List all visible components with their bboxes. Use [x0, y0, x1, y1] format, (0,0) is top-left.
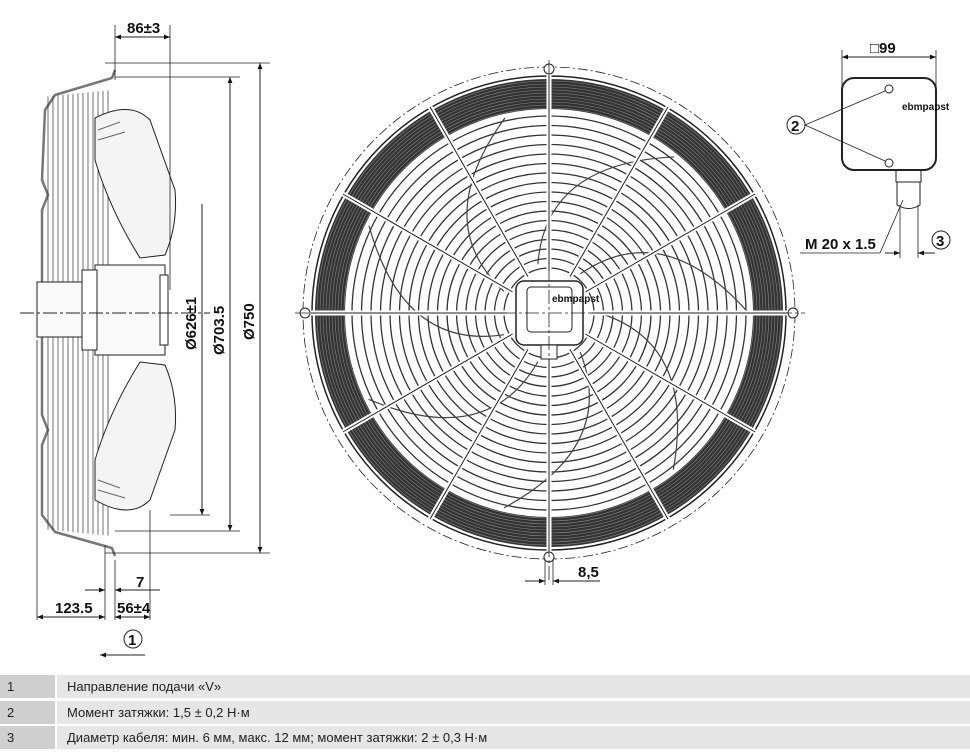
terminal-box-front — [526, 286, 573, 333]
callout-1: 1 — [128, 632, 136, 649]
legend-table: 1 Направление подачи «V» 2 Момент затяжк… — [0, 675, 970, 752]
dim-56: 56±4 — [117, 600, 151, 617]
legend-num: 2 — [0, 700, 55, 724]
spoke-edge — [429, 349, 529, 520]
blade-edge — [579, 252, 750, 314]
spoke-edge — [569, 106, 669, 277]
motor-rotor — [94, 264, 166, 356]
spoke-edge — [585, 193, 756, 293]
motor-hub — [36, 281, 83, 338]
spoke-edge — [429, 106, 529, 277]
dim-8-5: 8,5 — [578, 564, 599, 581]
callout-1-circle — [123, 629, 143, 649]
legend-num: 3 — [0, 726, 55, 749]
dim-depth: 86±3 — [127, 20, 160, 37]
blade-edge — [598, 312, 679, 470]
legend-text: Момент затяжки: 1,5 ± 0,2 Н·м — [57, 700, 970, 724]
thread-label: M 20 x 1.5 — [805, 236, 876, 253]
side-view — [20, 25, 270, 658]
legend-row: 3 Диаметр кабеля: мин. 6 мм, макс. 12 мм… — [0, 726, 970, 749]
blade-upper — [94, 109, 177, 259]
legend-row: 1 Направление подачи «V» — [0, 675, 970, 698]
dim-99: □99 — [870, 40, 896, 57]
spoke-edge — [585, 333, 756, 433]
callout-2: 2 — [791, 118, 799, 135]
blade-edge — [368, 225, 505, 337]
spoke-edge — [569, 349, 669, 520]
dim-7: 7 — [136, 574, 144, 591]
brand-mark-front: ebmpapst — [552, 294, 600, 305]
callout-3-circle — [931, 230, 951, 250]
blade-edge — [368, 361, 539, 419]
blade-lower — [94, 361, 177, 511]
dim-d626: Ø626±1 — [183, 297, 200, 350]
legend-text: Диаметр кабеля: мин. 6 мм, макс. 12 мм; … — [57, 726, 970, 749]
callout-2-circle — [786, 115, 806, 135]
dim-d750: Ø750 — [241, 303, 258, 340]
spoke-edge — [342, 333, 513, 433]
blade-edge — [537, 156, 675, 265]
blade-edge — [466, 117, 506, 292]
dim-123: 123.5 — [55, 600, 93, 617]
front-view — [295, 60, 805, 585]
legend-num: 1 — [0, 675, 55, 698]
spoke-edge — [342, 193, 513, 293]
dim-d703: Ø703.5 — [211, 306, 228, 355]
terminal-box-view — [786, 50, 951, 258]
fan-technical-drawing: 86±3 Ø626±1 Ø703.5 Ø750 7 123.5 56±4 1 e… — [20, 20, 951, 658]
brand-mark-box: ebmpapst — [902, 102, 950, 113]
callout-3: 3 — [936, 233, 944, 250]
legend-text: Направление подачи «V» — [57, 675, 970, 698]
legend-row: 2 Момент затяжки: 1,5 ± 0,2 Н·м — [0, 700, 970, 724]
